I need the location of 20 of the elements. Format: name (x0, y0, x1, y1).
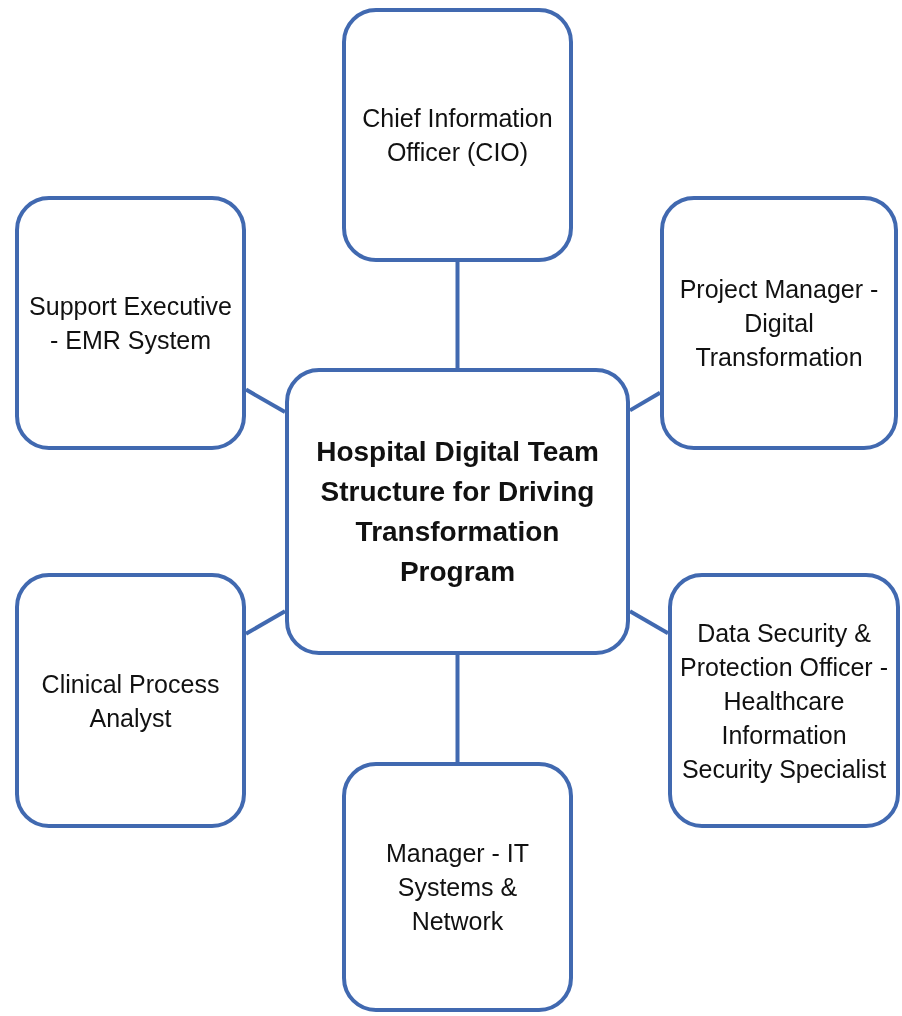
role-box (668, 573, 900, 828)
role-box (342, 8, 573, 262)
connector-line (245, 387, 286, 414)
role-box (342, 762, 573, 1012)
connector-line (455, 655, 460, 762)
connector-line (629, 391, 661, 413)
role-label: Project Manager - Digital Transformation (678, 274, 880, 373)
role-label: Clinical Process Analyst (40, 668, 221, 734)
central-box (285, 368, 630, 655)
role-box (660, 196, 898, 450)
role-box (15, 573, 246, 828)
connector-line (245, 609, 286, 636)
connector-line (455, 262, 460, 368)
connector-line (629, 609, 669, 636)
role-label: Manager - IT Systems & Network (384, 838, 531, 937)
role-label: Chief Information Officer (CIO) (361, 103, 554, 168)
role-box (15, 196, 246, 450)
role-label: Support Executive - EMR System (28, 291, 233, 356)
central-label: Hospital Digital Team Structure for Driving Transformation Program (315, 434, 600, 589)
role-label: Data Security & Protection Officer - Healthcare Information Security Specialist (679, 617, 889, 785)
